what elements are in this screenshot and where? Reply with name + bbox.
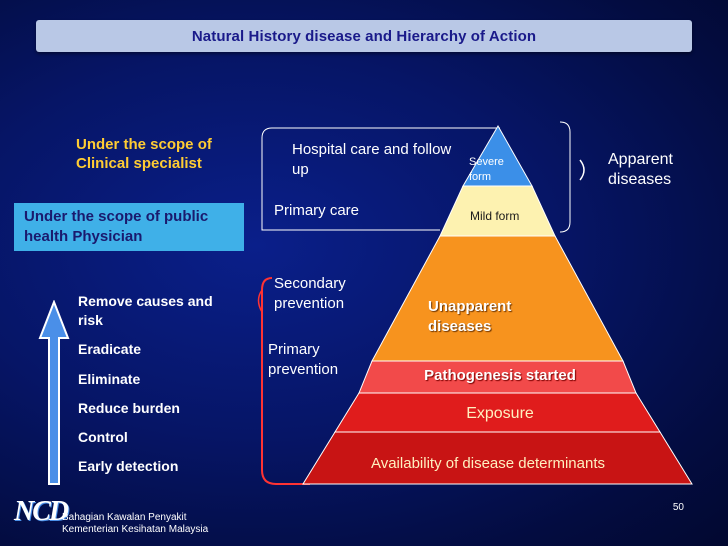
brace-red — [257, 289, 263, 313]
severe-bracket — [559, 121, 571, 233]
exposure-label: Exposure — [466, 405, 534, 422]
mild-form-label: Mild form — [470, 209, 520, 223]
ncd-logo: NCD — [14, 496, 69, 527]
title-bar — [36, 20, 692, 52]
pathogenesis-label: Pathogenesis started — [424, 367, 576, 384]
brace-white — [579, 159, 585, 181]
primary-prevention-label: Primary prevention — [268, 341, 339, 378]
slide-title: Natural History disease and Hierarchy of… — [191, 28, 537, 45]
action-reduce-burden: Reduce burden — [78, 400, 180, 416]
action-remove-causes: Remove causes and risk — [78, 293, 213, 328]
public-health-box — [14, 203, 244, 251]
logo-line-2: Kementerian Kesihatan Malaysia — [62, 524, 209, 535]
clinical-bracket — [261, 127, 440, 231]
action-eradicate: Eradicate — [78, 341, 142, 357]
up-arrow-icon — [38, 300, 70, 485]
action-early-detection: Early detection — [78, 458, 179, 474]
action-control: Control — [78, 429, 128, 445]
secondary-prevention-label: Secondary prevention — [274, 275, 346, 312]
availability-label: Availability of disease determinants — [370, 455, 606, 472]
clinical-specialist-label: Under the scope of Clinical specialist — [76, 136, 212, 172]
page-number: 50 — [672, 502, 684, 513]
hospital-care-label: Hospital care and follow up — [292, 141, 452, 178]
logo-line-1: Bahagian Kawalan Penyakit — [62, 512, 187, 523]
public-health-label: Under the scope of public health Physici… — [24, 208, 209, 245]
apparent-diseases-label: Apparent diseases — [608, 151, 673, 188]
unapparent-diseases-label: Unapparent diseases — [428, 298, 512, 335]
action-eliminate: Eliminate — [78, 371, 141, 387]
severe-form-label: Severe form — [469, 156, 504, 183]
primary-care-label: Primary care — [274, 202, 360, 219]
prevention-bracket — [261, 277, 310, 485]
layer-severe — [462, 124, 533, 187]
